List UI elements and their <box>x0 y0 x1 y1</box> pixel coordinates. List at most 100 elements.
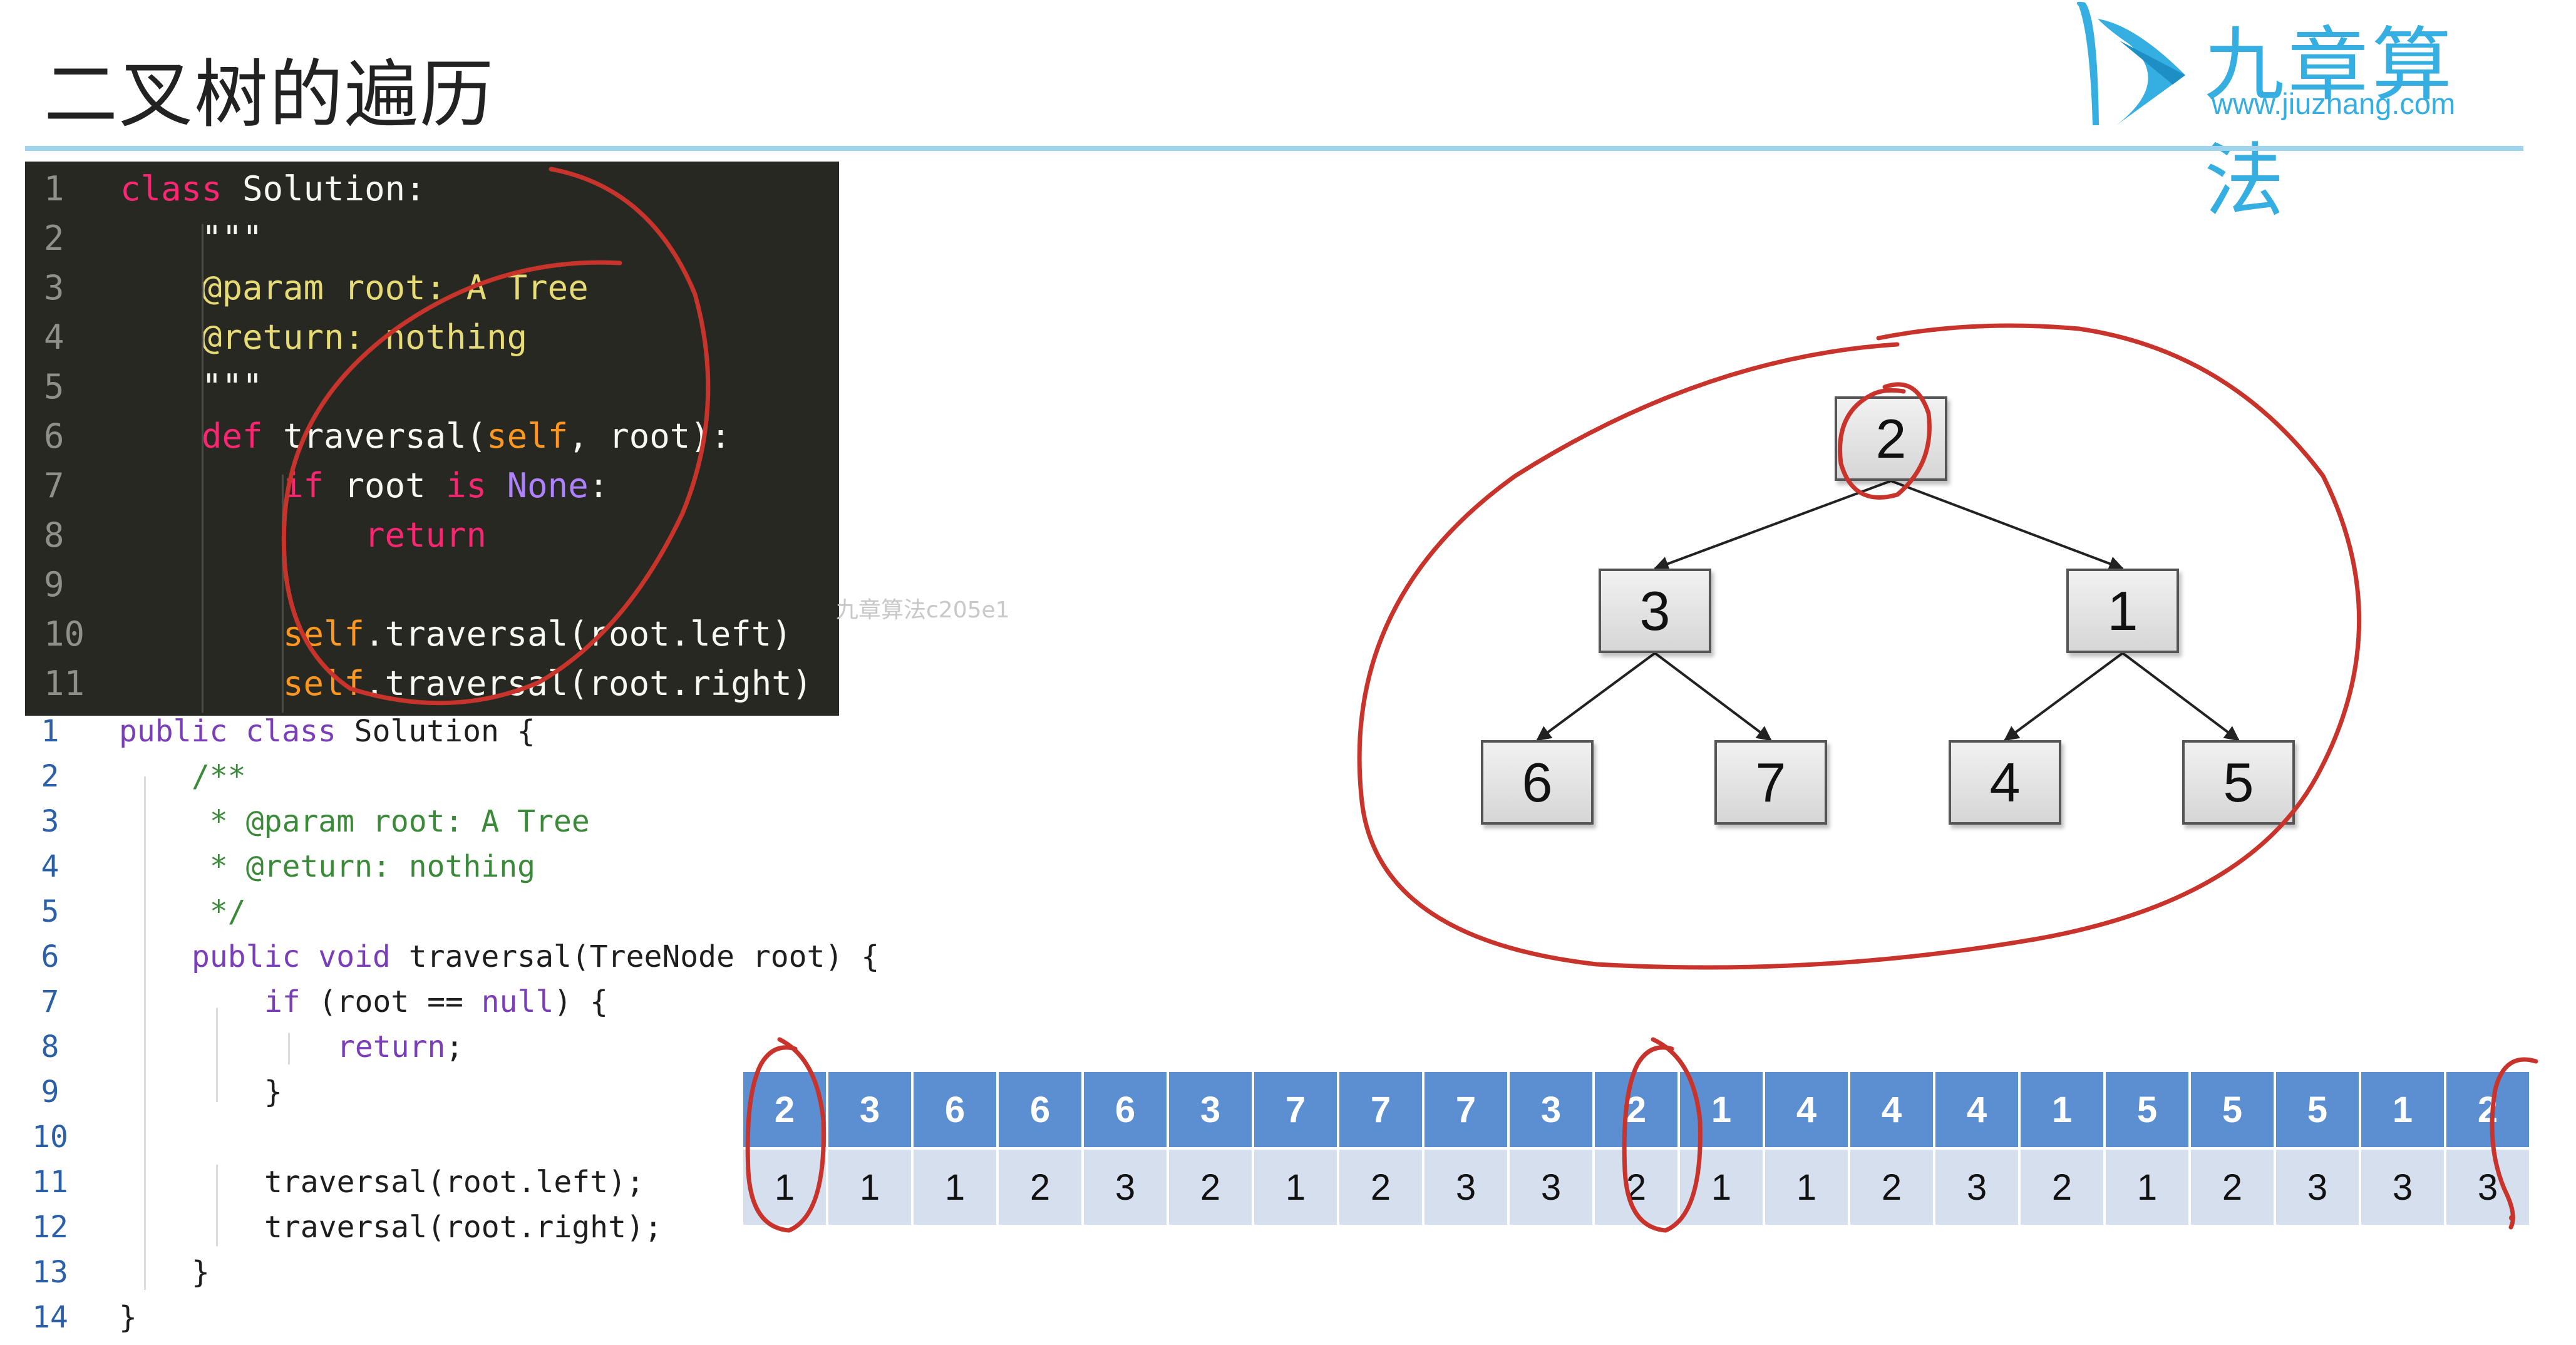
indent-guide <box>282 475 284 713</box>
tree-node-7: 7 <box>1714 740 1827 825</box>
java-code-line: 14} <box>0 1300 908 1345</box>
visit-count-cell: 3 <box>1510 1150 1592 1225</box>
tree-edge <box>1654 652 1772 741</box>
visit-node-cell: 7 <box>1339 1072 1422 1147</box>
annotation-tree-loop <box>1357 323 2362 970</box>
visit-count-cell: 2 <box>2021 1150 2103 1225</box>
tree-node-4: 4 <box>1949 740 2061 825</box>
code-text: /** <box>192 759 246 794</box>
line-number: 9 <box>41 1074 59 1110</box>
visit-count-cell: 3 <box>2361 1150 2444 1225</box>
visit-count-cell: 3 <box>1084 1150 1167 1225</box>
visit-count-cell: 1 <box>914 1150 996 1225</box>
python-code-line: 11 self.traversal(root.right) <box>25 664 839 713</box>
annotation-column-11 <box>1622 1037 1703 1233</box>
visit-count-cell: 1 <box>828 1150 911 1225</box>
python-code-line: 5""" <box>25 367 839 416</box>
visit-count-cell: 2 <box>1850 1150 1933 1225</box>
visit-node-cell: 7 <box>1425 1072 1507 1147</box>
visit-node-cell: 1 <box>2021 1072 2103 1147</box>
python-code-line: 4@return: nothing <box>25 317 839 367</box>
visit-node-cell: 5 <box>2106 1072 2188 1147</box>
line-number: 7 <box>41 984 59 1019</box>
code-text: self.traversal(root.right) <box>283 664 813 703</box>
code-text: public class Solution { <box>119 714 535 749</box>
logo-url: www.jiuzhang.com <box>2212 87 2456 120</box>
indent-guide <box>216 1165 218 1246</box>
visit-count-cell: 1 <box>2106 1150 2188 1225</box>
line-number: 2 <box>41 759 59 794</box>
jiuzhang-logo: 九章算法 www.jiuzhang.com <box>2060 0 2536 228</box>
visit-count-cell: 1 <box>1765 1150 1848 1225</box>
java-code-line: 1 public class Solution { <box>0 714 908 759</box>
code-text: """ <box>202 219 263 258</box>
visit-count-cell: 3 <box>2276 1150 2359 1225</box>
code-text: } <box>192 1255 210 1290</box>
visit-node-cell: 5 <box>2191 1072 2274 1147</box>
line-number: 11 <box>32 1165 68 1200</box>
tree-edge <box>2121 652 2240 741</box>
line-number: 8 <box>44 515 64 555</box>
line-number: 10 <box>44 614 85 654</box>
code-text: } <box>119 1300 137 1335</box>
line-number: 1 <box>44 169 64 209</box>
code-text: } <box>264 1074 282 1110</box>
visit-node-cell: 7 <box>1254 1072 1337 1147</box>
visit-node-cell: 4 <box>1850 1072 1933 1147</box>
code-text: * @return: nothing <box>192 849 536 884</box>
watermark: 九章算法c205e1 <box>836 597 1010 623</box>
indent-guide <box>288 1033 290 1064</box>
line-number: 11 <box>44 664 85 703</box>
visit-node-cell: 4 <box>1765 1072 1848 1147</box>
code-text: * @param root: A Tree <box>192 804 590 839</box>
java-code-line: 2 /** <box>0 759 908 804</box>
visit-node-cell: 5 <box>2276 1072 2359 1147</box>
code-text: class Solution: <box>120 169 426 209</box>
annotation-dot <box>2509 1215 2515 1221</box>
java-code-line: 9} <box>0 1074 908 1120</box>
line-number: 6 <box>41 939 59 974</box>
java-code-line: 5 */ <box>0 894 908 939</box>
visit-node-cell: 3 <box>1510 1072 1592 1147</box>
visit-count-cell: 3 <box>1935 1150 2018 1225</box>
line-number: 2 <box>44 219 64 258</box>
visit-node-cell: 3 <box>828 1072 911 1147</box>
code-text: traversal(root.right); <box>264 1210 662 1245</box>
annotation-code-loop <box>281 167 711 706</box>
visit-node-cell: 2 <box>743 1072 826 1147</box>
tree-node-1: 1 <box>2066 569 2179 653</box>
line-number: 4 <box>44 317 64 357</box>
line-number: 13 <box>32 1255 68 1290</box>
tree-node-6: 6 <box>1481 740 1594 825</box>
annotation-column-21 <box>2490 1057 2538 1230</box>
visit-count-cell: 3 <box>2446 1150 2529 1225</box>
visit-node-cell: 6 <box>999 1072 1081 1147</box>
line-number: 1 <box>41 714 59 749</box>
python-code-line: 1 class Solution: <box>25 169 839 219</box>
visit-count-cell: 2 <box>2191 1150 2274 1225</box>
line-number: 7 <box>44 466 64 505</box>
java-code-line: 10 <box>0 1120 908 1165</box>
slide-title: 二叉树的遍历 <box>44 51 495 138</box>
line-number: 12 <box>32 1210 68 1245</box>
tree-edge <box>2004 652 2124 741</box>
code-text: if (root == null) { <box>264 984 609 1019</box>
visit-node-cell: 2 <box>1595 1072 1677 1147</box>
line-number: 3 <box>44 268 64 307</box>
indent-guide <box>216 1008 218 1102</box>
line-number: 10 <box>32 1120 68 1155</box>
tree-node-3: 3 <box>1599 569 1711 653</box>
line-number: 8 <box>41 1029 59 1064</box>
code-text: @param root: A Tree <box>202 268 589 307</box>
python-code-line: 3 @param root: A Tree <box>25 268 839 317</box>
code-text: */ <box>192 894 246 929</box>
python-code-line: 2 """ <box>25 219 839 268</box>
visit-count-cell: 1 <box>1254 1150 1337 1225</box>
